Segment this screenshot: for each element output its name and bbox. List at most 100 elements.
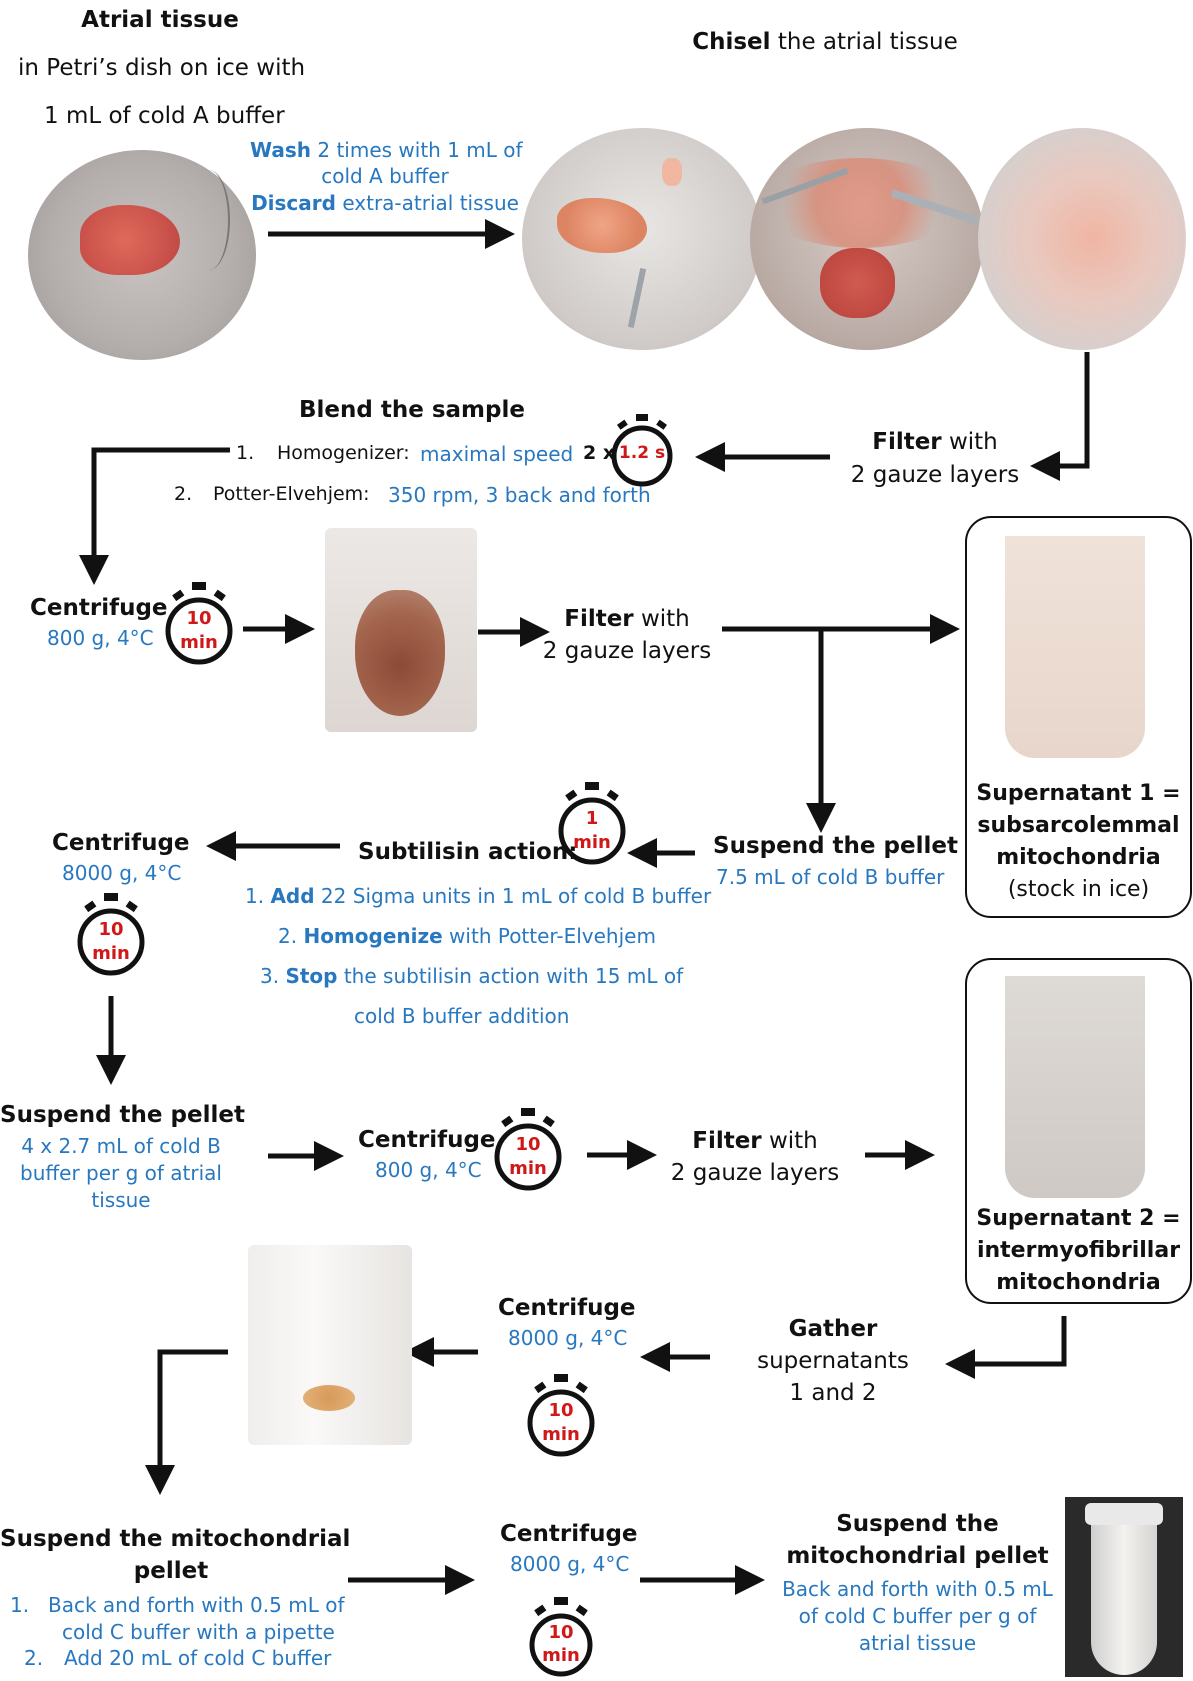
timer-centrifuge1-top: 10: [165, 607, 233, 630]
photo-minced-tissue-dish: [978, 128, 1186, 350]
timer-centrifuge1-bottom: min: [165, 631, 233, 654]
timer-blend-text: 1.2 s: [610, 442, 674, 464]
arrow-sup2-gather: [955, 1316, 1064, 1364]
supernatant1-box: Supernatant 1 = subsarcolemmal mitochond…: [965, 516, 1192, 918]
discard-bold: Discard: [251, 191, 336, 215]
wash-rest: 2 times with 1 mL of: [311, 138, 523, 162]
filter2-line2: 2 gauze layers: [527, 637, 727, 667]
suspend-final-title1: Suspend the: [770, 1510, 1065, 1540]
subtilisin-step2: 2. Homogenize with Potter-Elvehjem: [278, 923, 656, 949]
blend-item1-times: 2 x: [583, 441, 615, 466]
suspend-final-sub1: Back and forth with 0.5 mL: [770, 1576, 1065, 1602]
wash-bold: Wash: [250, 138, 311, 162]
atrial-tissue-title: Atrial tissue: [30, 6, 290, 36]
filter1-line2: 2 gauze layers: [830, 461, 1040, 491]
suspend-mito-item1-num: 1.: [10, 1592, 29, 1618]
filter1-line1: Filter with: [830, 428, 1040, 458]
supernatant2-line2: intermyofibrillar: [967, 1237, 1190, 1266]
supernatant2-line1: Supernatant 2 =: [967, 1205, 1190, 1234]
photo-chiseling-dish: [750, 128, 984, 350]
timer-centrifuge4-top: 10: [527, 1399, 595, 1422]
subtilisin-title: Subtilisin action:: [358, 838, 577, 868]
discard-line: Discard extra-atrial tissue: [245, 190, 525, 216]
wash-line2: cold A buffer: [250, 163, 520, 189]
blend-item2-label: Potter-Elvehjem:: [213, 482, 370, 507]
suspend2-line2: buffer per g of atrial: [0, 1160, 242, 1186]
supernatant2-line3: mitochondria: [967, 1269, 1190, 1298]
suspend-mito-item1-line2: cold C buffer with a pipette: [62, 1619, 335, 1645]
blend-item1-label: Homogenizer:: [277, 441, 410, 466]
timer-icon-centrifuge5: 10 min: [527, 1597, 595, 1677]
wash-line1: Wash 2 times with 1 mL of: [250, 137, 520, 163]
blend-item2-value: 350 rpm, 3 back and forth: [388, 482, 651, 508]
centrifuge3-title: Centrifuge: [358, 1126, 496, 1156]
arrow-chisel-filter: [1040, 352, 1087, 466]
suspend-final-sub2: of cold C buffer per g of: [770, 1603, 1065, 1629]
centrifuge3-sub: 800 g, 4°C: [375, 1157, 482, 1183]
subtilisin-step2-bold: Homogenize: [303, 924, 442, 948]
suspend-mito-item2-line1: Add 20 mL of cold C buffer: [64, 1645, 331, 1671]
photo-supernatant1-tube: [1005, 536, 1145, 758]
supernatant1-line2: subsarcolemmal: [967, 812, 1190, 841]
suspend-mito-item1-line1: Back and forth with 0.5 mL of: [48, 1592, 344, 1618]
suspend-mito-title2: pellet: [0, 1557, 342, 1587]
suspend1-sub: 7.5 mL of cold B buffer: [716, 864, 944, 890]
arrow-tube-suspendmito: [160, 1352, 228, 1485]
chisel-rest: the atrial tissue: [771, 29, 958, 55]
gather-line2: supernatants: [738, 1347, 928, 1377]
filter3-rest: with: [762, 1128, 818, 1154]
photo-mitochondrial-pellet-tube: [248, 1245, 412, 1445]
filter1-bold: Filter: [872, 429, 941, 455]
filter1-rest: with: [942, 429, 998, 455]
subtilisin-step1-num: 1.: [245, 884, 264, 908]
timer-centrifuge5-bottom: min: [527, 1644, 595, 1667]
centrifuge5-title: Centrifuge: [500, 1520, 638, 1550]
gather-line1: Gather: [738, 1315, 928, 1345]
timer-icon-blend: 1.2 s: [610, 414, 674, 488]
gather-line3: 1 and 2: [738, 1379, 928, 1409]
atrial-tissue-line3: 1 mL of cold A buffer: [44, 102, 285, 132]
suspend-mito-title1: Suspend the mitochondrial: [0, 1525, 342, 1555]
subtilisin-step1: 1. Add 22 Sigma units in 1 mL of cold B …: [245, 883, 711, 909]
suspend-final-title2: mitochondrial pellet: [770, 1542, 1065, 1572]
timer-centrifuge5-top: 10: [527, 1621, 595, 1644]
photo-eppendorf-tube: [1065, 1497, 1183, 1677]
photo-homogenate-tube: [325, 528, 477, 732]
arrow-blend-centrifuge: [94, 450, 230, 575]
filter3-line1: Filter with: [655, 1127, 855, 1157]
supernatant1-line3: mitochondria: [967, 844, 1190, 873]
suspend-final-sub3: atrial tissue: [770, 1630, 1065, 1656]
timer-subtilisin-top: 1: [558, 807, 626, 830]
suspend-mito-item2-num: 2.: [24, 1645, 43, 1671]
timer-icon-centrifuge3: 10 min: [494, 1108, 562, 1192]
timer-centrifuge3-top: 10: [494, 1133, 562, 1156]
filter2-line1: Filter with: [527, 605, 727, 635]
timer-centrifuge2-top: 10: [77, 918, 145, 941]
timer-centrifuge3-bottom: min: [494, 1157, 562, 1180]
atrial-tissue-line2: in Petri’s dish on ice with: [18, 54, 305, 84]
supernatant1-line4: (stock in ice): [967, 876, 1190, 905]
centrifuge4-title: Centrifuge: [498, 1294, 636, 1324]
timer-icon-centrifuge4: 10 min: [527, 1374, 595, 1458]
blend-item1-num: 1.: [236, 441, 254, 466]
centrifuge4-sub: 8000 g, 4°C: [508, 1325, 627, 1351]
subtilisin-step3: 3. Stop the subtilisin action with 15 mL…: [260, 963, 683, 989]
blend-item2-num: 2.: [174, 482, 192, 507]
subtilisin-step3-bold: Stop: [285, 964, 337, 988]
filter3-line2: 2 gauze layers: [655, 1159, 855, 1189]
timer-centrifuge4-bottom: min: [527, 1423, 595, 1446]
suspend2-title: Suspend the pellet: [0, 1101, 242, 1131]
timer-icon-centrifuge2: 10 min: [77, 893, 145, 977]
discard-rest: extra-atrial tissue: [336, 191, 519, 215]
subtilisin-step3-num: 3.: [260, 964, 279, 988]
centrifuge2-title: Centrifuge: [52, 829, 190, 859]
suspend2-line1: 4 x 2.7 mL of cold B: [0, 1133, 242, 1159]
suspend1-title: Suspend the pellet: [713, 832, 958, 862]
filter2-bold: Filter: [564, 606, 633, 632]
subtilisin-step3-line2: cold B buffer addition: [354, 1003, 569, 1029]
filter2-rest: with: [634, 606, 690, 632]
subtilisin-step2-num: 2.: [278, 924, 297, 948]
photo-washed-tissue-dish: [522, 128, 762, 350]
subtilisin-step1-rest: 22 Sigma units in 1 mL of cold B buffer: [315, 884, 712, 908]
chisel-bold: Chisel: [692, 29, 770, 55]
